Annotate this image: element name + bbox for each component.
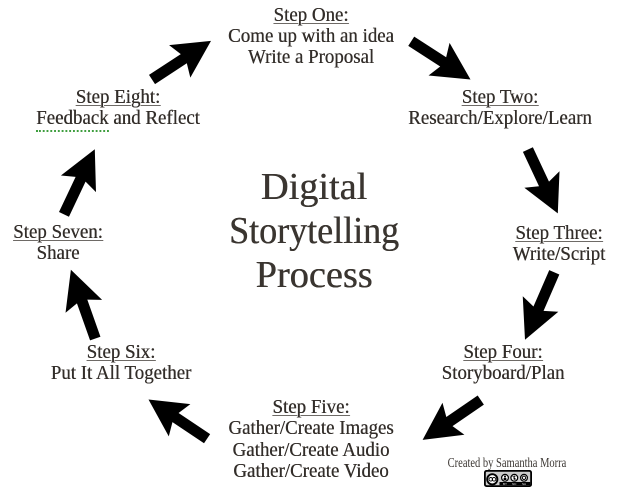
svg-text:NC: NC (512, 482, 517, 486)
svg-text:BY: BY (503, 482, 507, 486)
svg-text:SA: SA (522, 482, 526, 486)
